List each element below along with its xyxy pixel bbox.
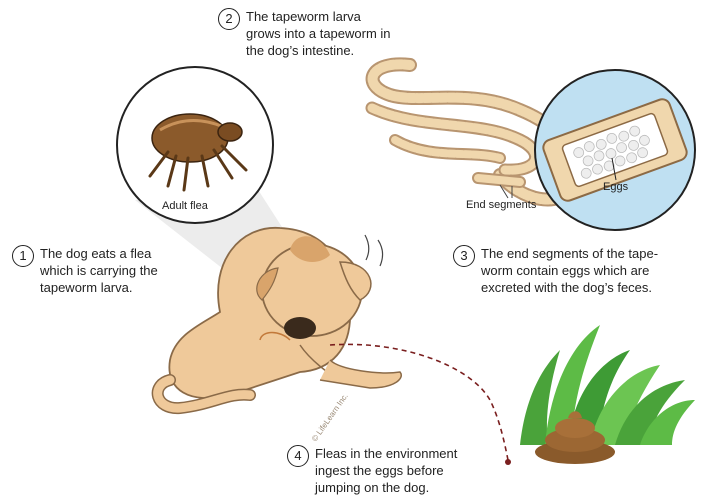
end-segments-label: End segments <box>466 199 536 211</box>
step-2-number: 2 <box>218 8 240 30</box>
step-1: 1 The dog eats a flea which is carrying … <box>12 245 158 296</box>
step-4-number: 4 <box>287 445 309 467</box>
step-4: 4 Fleas in the environment ingest the eg… <box>287 445 457 496</box>
step-2: 2 The tapeworm larva grows into a tapewo… <box>218 8 391 59</box>
step-3-text: The end segments of the tape- worm conta… <box>481 245 658 296</box>
segment-magnifier <box>535 70 695 230</box>
adult-flea-label: Adult flea <box>162 200 208 212</box>
step-4-text: Fleas in the environment ingest the eggs… <box>315 445 457 496</box>
grass <box>520 325 695 445</box>
step-1-text: The dog eats a flea which is carrying th… <box>40 245 158 296</box>
step-3: 3 The end segments of the tape- worm con… <box>453 245 658 296</box>
flea-jump-path <box>330 344 508 460</box>
small-flea <box>505 459 511 465</box>
dog <box>158 228 402 408</box>
step-1-number: 1 <box>12 245 34 267</box>
step-3-number: 3 <box>453 245 475 267</box>
eggs-label: Eggs <box>603 181 628 193</box>
step-2-text: The tapeworm larva grows into a tapeworm… <box>246 8 391 59</box>
